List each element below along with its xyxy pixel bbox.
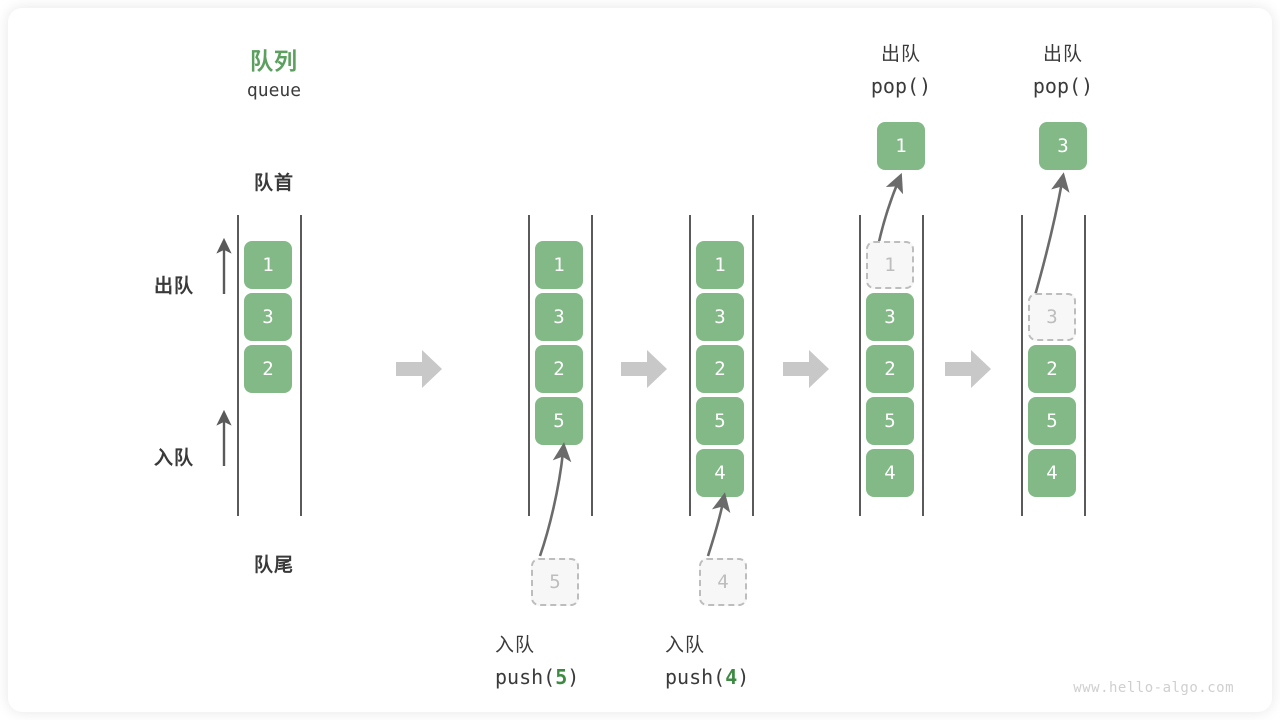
push-code-post: ) <box>737 665 750 689</box>
incoming-ghost-cell: 5 <box>531 558 579 606</box>
queue-cell-new: 4 <box>696 449 744 497</box>
queue-cell: 5 <box>696 397 744 445</box>
push-op-label-cn: 入队 <box>495 635 536 656</box>
step-arrow <box>783 350 829 388</box>
queue-cell: 1 <box>696 241 744 289</box>
queue-cell-removed: 1 <box>866 241 914 289</box>
dequeue-direction-arrow <box>216 237 232 294</box>
popped-cell: 1 <box>877 122 925 170</box>
diagram-card: 队列 queue 队首 队尾 出队 入队 1 3 2 1 3 2 5 5 <box>8 8 1272 712</box>
rail-right <box>1084 215 1086 516</box>
queue-cell: 3 <box>535 293 583 341</box>
queue-cell: 2 <box>1028 345 1076 393</box>
queue-cell-removed: 3 <box>1028 293 1076 341</box>
queue-cell: 5 <box>1028 397 1076 445</box>
queue-cell: 3 <box>244 293 292 341</box>
pop-code-pre: pop( <box>870 74 920 98</box>
rail-left <box>859 215 861 516</box>
queue-cell: 5 <box>866 397 914 445</box>
queue-cell: 1 <box>244 241 292 289</box>
queue-cell-new: 5 <box>535 397 583 445</box>
rail-left <box>528 215 530 516</box>
rail-left <box>1021 215 1023 516</box>
push-motion-arrow <box>706 492 731 557</box>
queue-title-en: queue <box>246 80 302 101</box>
push-op-label-code: push(4) <box>665 665 885 689</box>
push-motion-arrow <box>538 442 572 557</box>
rail-right <box>591 215 593 516</box>
pop-op-label-cn: 出队 <box>1042 44 1083 65</box>
pop-code-post: ) <box>919 74 932 98</box>
queue-cell: 3 <box>696 293 744 341</box>
rail-left <box>237 215 239 516</box>
queue-cell: 3 <box>866 293 914 341</box>
step-arrow <box>396 350 442 388</box>
pop-op-label-code: pop() <box>846 74 956 98</box>
queue-cell: 2 <box>696 345 744 393</box>
pop-code-post: ) <box>1081 74 1094 98</box>
push-code-pre: push( <box>665 665 726 689</box>
pop-op-label-cn: 出队 <box>880 44 921 65</box>
push-code-arg: 5 <box>555 665 568 689</box>
queue-cell: 4 <box>1028 449 1076 497</box>
pop-motion-arrow <box>876 172 904 247</box>
rail-right <box>752 215 754 516</box>
push-code-post: ) <box>567 665 580 689</box>
front-label: 队首 <box>253 173 294 194</box>
push-op-label-code: push(5) <box>495 665 715 689</box>
queue-cell: 2 <box>535 345 583 393</box>
popped-cell: 3 <box>1039 122 1087 170</box>
queue-title-cn: 队列 <box>250 48 298 74</box>
enqueue-direction-arrow <box>216 409 232 466</box>
diagram-stage: 队列 queue 队首 队尾 出队 入队 1 3 2 1 3 2 5 5 <box>8 8 1272 712</box>
enqueue-side-label: 入队 <box>154 448 195 469</box>
rail-left <box>689 215 691 516</box>
push-code-pre: push( <box>495 665 556 689</box>
queue-cell: 2 <box>244 345 292 393</box>
incoming-ghost-cell: 4 <box>699 558 747 606</box>
queue-cell: 2 <box>866 345 914 393</box>
pop-code-pre: pop( <box>1032 74 1082 98</box>
pop-op-label-code: pop() <box>1008 74 1118 98</box>
step-arrow <box>945 350 991 388</box>
watermark: www.hello-algo.com <box>1073 680 1234 696</box>
pop-motion-arrow <box>1032 172 1070 300</box>
queue-cell: 4 <box>866 449 914 497</box>
dequeue-side-label: 出队 <box>154 276 195 297</box>
rail-right <box>300 215 302 516</box>
rail-right <box>922 215 924 516</box>
step-arrow <box>621 350 667 388</box>
queue-cell: 1 <box>535 241 583 289</box>
rear-label: 队尾 <box>253 555 294 576</box>
push-code-arg: 4 <box>725 665 738 689</box>
push-op-label-cn: 入队 <box>665 635 706 656</box>
